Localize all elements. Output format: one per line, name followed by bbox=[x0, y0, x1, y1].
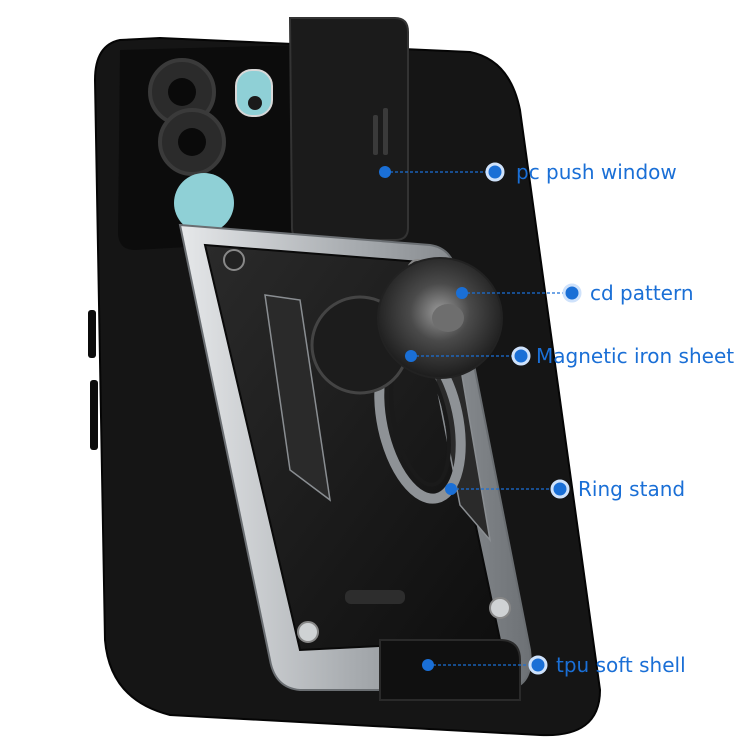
screw-icon bbox=[223, 249, 245, 271]
callout-dot-icon bbox=[511, 346, 531, 366]
callout-dot-icon bbox=[379, 166, 391, 178]
slider-groove bbox=[373, 115, 378, 155]
callout-dot-icon bbox=[562, 283, 582, 303]
callout-dot-icon bbox=[422, 659, 434, 671]
callout-label-ring-stand: Ring stand bbox=[578, 477, 686, 501]
callout-dot-icon bbox=[445, 483, 457, 495]
callout-dot-icon bbox=[405, 350, 417, 362]
screw-icon bbox=[297, 621, 319, 643]
callout-dot-icon bbox=[528, 655, 548, 675]
camera-lens-icon bbox=[168, 78, 196, 106]
grip-pattern bbox=[345, 590, 405, 604]
callout-label-pc-push-window: pc push window bbox=[516, 160, 677, 184]
flash-lens-icon bbox=[248, 96, 262, 110]
slider-groove bbox=[383, 108, 388, 155]
screw-icon bbox=[489, 597, 511, 619]
side-button bbox=[88, 310, 96, 358]
camera-lens-icon bbox=[178, 128, 206, 156]
callout-dot-icon bbox=[485, 162, 505, 182]
phone-logo-ring bbox=[174, 173, 234, 233]
callout-dot-icon bbox=[456, 287, 468, 299]
bottom-bumper bbox=[379, 639, 521, 701]
callout-label-magnetic-iron-sheet: Magnetic iron sheet bbox=[536, 344, 735, 368]
cd-pattern-center bbox=[432, 304, 464, 332]
side-button bbox=[90, 380, 98, 450]
flash-icon bbox=[235, 69, 273, 117]
push-window-slider bbox=[288, 17, 409, 241]
plate-rib bbox=[264, 294, 332, 502]
callout-label-cd-pattern: cd pattern bbox=[590, 281, 694, 305]
callout-label-tpu-soft-shell: tpu soft shell bbox=[556, 653, 686, 677]
callout-dot-icon bbox=[550, 479, 570, 499]
